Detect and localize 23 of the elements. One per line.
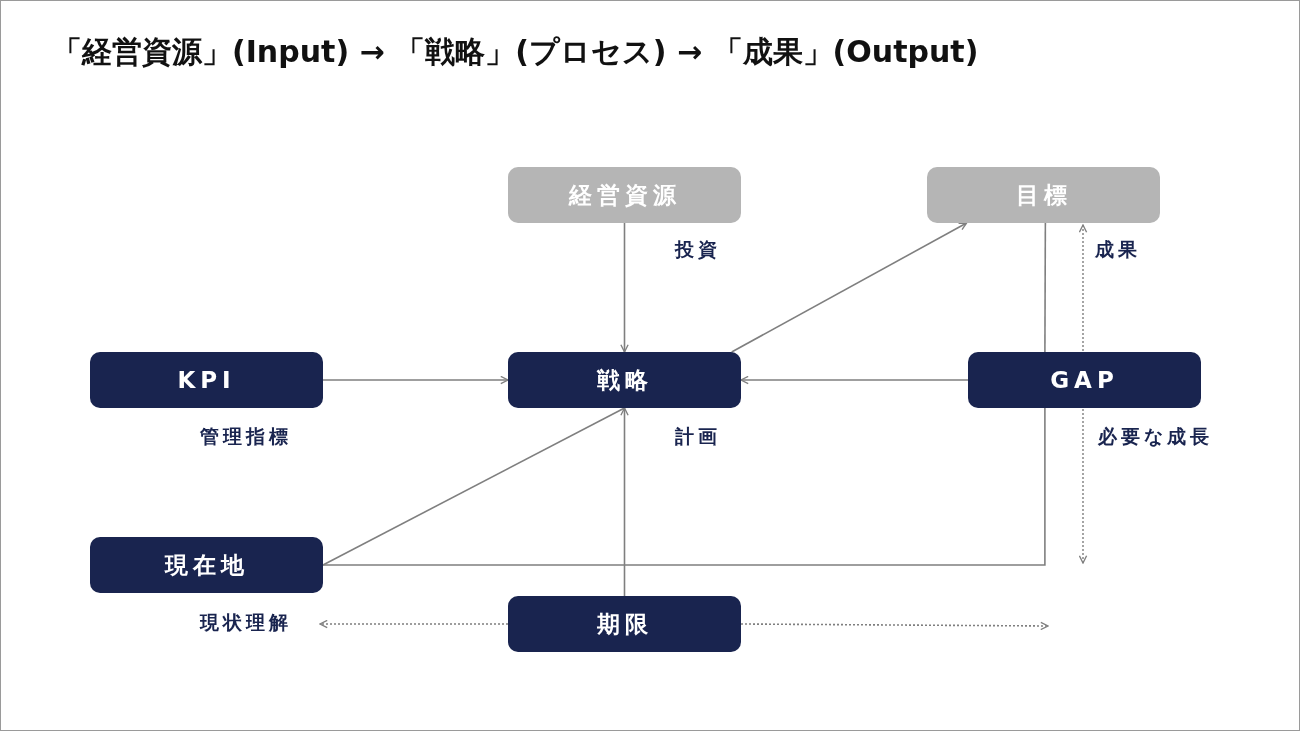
rounded-box: 現在地 [90, 537, 323, 593]
arrow [740, 375, 969, 385]
connector-line [1044, 222, 1047, 353]
rounded-box: KPI [90, 352, 323, 408]
annotation-label: 必要な成長 [1098, 424, 1213, 449]
connector-line [322, 407, 1046, 566]
rounded-box: 経営資源 [508, 167, 741, 223]
arrow [730, 222, 968, 353]
arrow [319, 619, 509, 629]
arrow [620, 407, 629, 597]
rounded-box: 戦略 [508, 352, 741, 408]
rounded-box: 期限 [508, 596, 741, 652]
connector-line [322, 407, 626, 566]
arrow [322, 375, 509, 385]
node-caption: 管理指標 [200, 424, 292, 449]
arrow [740, 621, 1049, 631]
title: 「経営資源」(Input) → 「戦略」(プロセス) → 「成果」(Output) [52, 33, 979, 71]
caption-text: 現状理解 [200, 610, 292, 636]
node-caption: 計画 [675, 424, 721, 449]
rounded-box: 目標 [927, 167, 1160, 223]
rounded-box: GAP [968, 352, 1201, 408]
annotation-label: 成果 [1095, 237, 1141, 262]
arrow [620, 222, 629, 353]
